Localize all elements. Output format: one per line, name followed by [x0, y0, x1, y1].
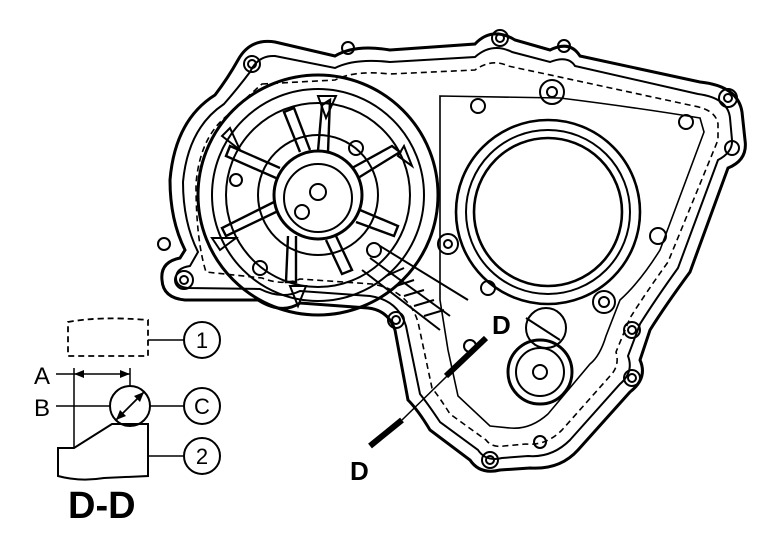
pump-boss-slot	[525, 317, 561, 341]
chamber-ring-3	[225, 102, 411, 288]
part1-outline	[67, 317, 149, 357]
cut-line-thick-lower	[368, 417, 404, 449]
bolt-hole	[533, 435, 547, 449]
bolt-hole	[243, 55, 261, 73]
chamber-boss-2	[252, 260, 268, 276]
coolant-passage	[361, 245, 469, 331]
part2-profile	[57, 423, 149, 481]
opening-mid	[465, 129, 631, 295]
dim-a-arrowhead-right	[120, 370, 130, 378]
bolt-hole	[718, 88, 738, 108]
round-opening	[454, 118, 642, 306]
bolt-hole	[557, 39, 571, 53]
dimension-label-a: A	[34, 363, 50, 390]
bolt-hole	[387, 311, 405, 329]
part1-callout-circle	[183, 321, 221, 359]
callout-1: 1	[196, 328, 208, 353]
housing-inner-contour	[174, 47, 734, 460]
bolt-hole	[491, 29, 509, 47]
bolt-hole	[592, 290, 616, 314]
bolt-hole	[481, 451, 499, 469]
bolt-hole	[678, 114, 694, 130]
bolt-hole	[623, 321, 641, 339]
chamber-boss-1	[348, 140, 364, 156]
ball-arrowhead-2	[116, 410, 126, 420]
vane-tips	[210, 95, 415, 309]
bolt-hole	[341, 41, 355, 55]
bolt-hole	[480, 280, 496, 296]
opening-outer	[454, 118, 642, 306]
section-inset	[56, 317, 221, 481]
pump-boss-upper	[525, 307, 567, 349]
pump-boss-center	[532, 364, 548, 380]
hub-hole-upper	[309, 183, 327, 201]
cut-line-thick-upper	[443, 335, 489, 379]
cut-label-lower: D	[350, 456, 369, 486]
chamber-boss-3	[366, 242, 382, 258]
callout-2: 2	[196, 444, 208, 469]
bolt-hole	[539, 79, 565, 105]
impeller-ribs	[220, 97, 403, 284]
part2-callout-circle	[183, 437, 221, 475]
bolt-hole	[174, 270, 194, 290]
chamber-outer-ring	[196, 73, 440, 317]
bolt-hole	[437, 233, 459, 255]
c-callout-circle	[183, 387, 221, 425]
chamber-ring-2	[211, 88, 425, 302]
bolt-holes	[157, 29, 740, 469]
bolt-hole	[470, 98, 486, 114]
pump-boss	[506, 307, 574, 406]
cut-label-upper: D	[492, 310, 511, 340]
dimension-label-b: B	[34, 395, 50, 422]
chamber-rim	[439, 95, 705, 430]
ball-arrowhead-1	[134, 392, 144, 402]
section-title: D-D	[68, 485, 136, 527]
opening-inner	[472, 136, 624, 288]
bolt-hole	[649, 227, 667, 245]
dim-a-arrowhead-left	[74, 370, 84, 378]
chamber-boss-4	[229, 173, 243, 187]
hub-hole-lower	[294, 204, 310, 220]
bolt-hole	[724, 140, 740, 156]
housing-cover	[160, 32, 747, 473]
section-cut-line	[368, 335, 489, 449]
bolt-hole	[623, 369, 641, 387]
hub-inner	[283, 163, 353, 233]
housing-outer-contour	[160, 32, 747, 473]
pump-boss-ring	[515, 347, 565, 397]
chamber-ring-4	[257, 134, 379, 256]
impeller-chamber	[196, 73, 440, 317]
callout-c: C	[194, 394, 210, 419]
bolt-hole	[157, 237, 171, 251]
gasket-seal-line	[195, 62, 719, 448]
pump-boss-outer	[506, 338, 574, 406]
